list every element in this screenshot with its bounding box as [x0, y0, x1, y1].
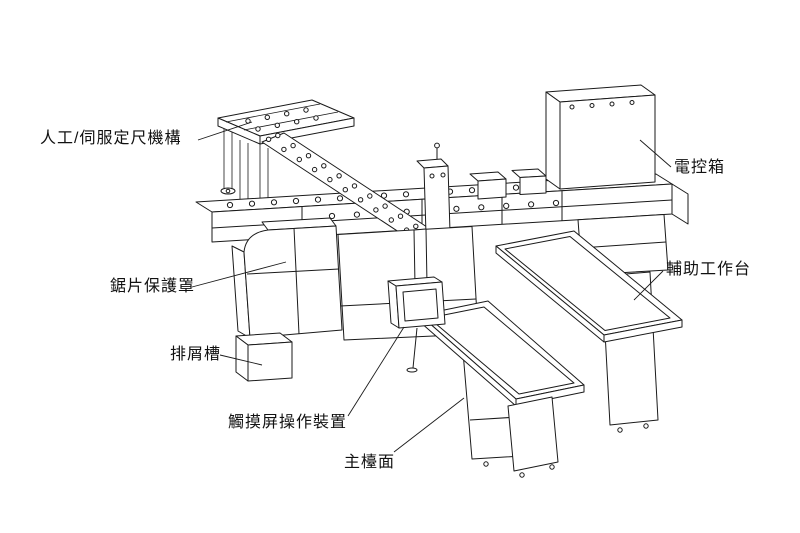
- column-bolts: [429, 172, 446, 179]
- touch-screen: [402, 288, 439, 322]
- label-touch-panel: 觸摸屏操作裝置: [228, 414, 348, 431]
- label-main-table: 主檯面: [344, 454, 396, 471]
- platform-bolts-row2: [255, 115, 319, 132]
- control-box-bolts: [569, 100, 635, 110]
- leader-lines: [191, 121, 672, 453]
- chip-chute: [235, 332, 293, 382]
- main-front-table: [419, 300, 585, 478]
- label-blade-guard: 鋸片保護罩: [110, 278, 196, 295]
- label-sizing-mechanism: 人工/伺服定尺機構: [40, 130, 182, 147]
- control-box: [545, 84, 656, 190]
- touch-screen-pendant: [387, 228, 446, 373]
- leader-sizing-mechanism: [197, 121, 253, 141]
- aux-table: [495, 230, 683, 343]
- leader-chip-chute: [219, 354, 263, 366]
- leader-main-table: [393, 397, 465, 453]
- label-chip-chute: 排屑槽: [170, 346, 222, 363]
- label-control-box: 電控箱: [674, 159, 726, 176]
- beam-blocks: [469, 168, 547, 200]
- leader-touch-panel: [347, 326, 405, 417]
- saw-column: [416, 142, 451, 235]
- leader-control-box: [639, 139, 672, 168]
- blade-guard: [231, 217, 343, 339]
- leader-aux-table: [633, 270, 664, 301]
- leader-blade-guard: [191, 261, 287, 288]
- label-aux-table: 輔助工作台: [666, 261, 752, 278]
